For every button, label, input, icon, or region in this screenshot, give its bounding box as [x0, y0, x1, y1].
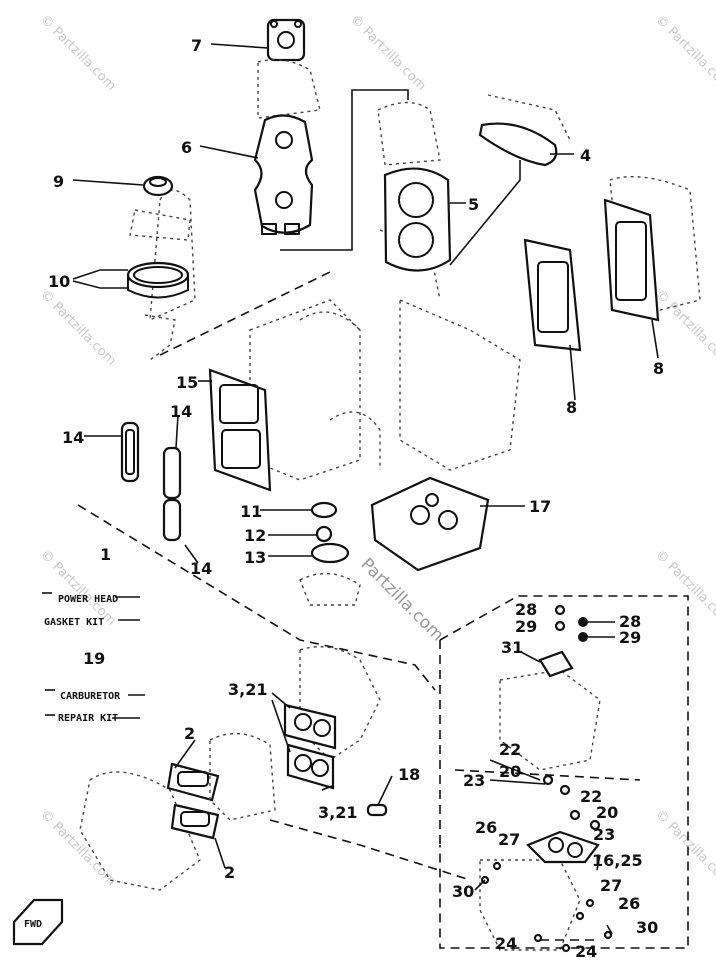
callout-13: 13: [244, 548, 266, 567]
dashed-boundaries: [77, 271, 689, 949]
callout-30b: 30: [636, 918, 658, 937]
leader-lines: [72, 43, 659, 935]
bracket-line: [280, 89, 409, 251]
callout-27b: 27: [600, 876, 622, 895]
callout-3-21b: 3,21: [318, 803, 357, 822]
part-gasket-4[interactable]: [478, 94, 571, 167]
callout-2b: 2: [224, 863, 235, 882]
part-gasket-14a[interactable]: [120, 421, 140, 483]
callout-8a: 8: [653, 359, 664, 378]
kit-notes: POWER HEAD GASKET KIT CARBURETOR REPAIR …: [42, 592, 145, 724]
part-gasket-15[interactable]: [208, 368, 272, 492]
part-20-22-23[interactable]: [542, 774, 601, 831]
callout-labels: 7 6 9 10 4 5 8 8 15 14 14 14 11 12 13 17…: [48, 36, 664, 961]
part-gasket-3-21b[interactable]: [286, 743, 335, 790]
part-24-26-27-30[interactable]: [480, 861, 613, 953]
bracket-line: [449, 160, 521, 266]
watermark: © Partzilla.com: [652, 12, 716, 94]
callout-20a: 20: [499, 762, 521, 781]
part-gasket-2a[interactable]: [166, 762, 220, 802]
callout-14c: 14: [190, 559, 212, 578]
callout-7: 7: [191, 36, 202, 55]
callout-9: 9: [53, 172, 64, 191]
watermark: © Partzilla.com: [652, 547, 716, 629]
fwd-label: FWD: [24, 919, 42, 930]
callout-10: 10: [48, 272, 70, 291]
callout-22b: 22: [580, 787, 602, 806]
callout-24a: 24: [495, 934, 517, 953]
callout-26b: 26: [618, 894, 640, 913]
watermark: © Partzilla.com: [652, 807, 716, 889]
callout-15: 15: [176, 373, 198, 392]
callout-29b: 29: [619, 628, 641, 647]
part-gasket-3-21a[interactable]: [283, 703, 337, 750]
callout-27a: 27: [498, 830, 520, 849]
part-gasket-17[interactable]: [370, 476, 490, 572]
callout-4: 4: [580, 146, 591, 165]
callout-22a: 22: [499, 740, 521, 759]
callout-12: 12: [244, 526, 266, 545]
kit-powerhead-line2: GASKET KIT: [44, 617, 104, 628]
part-gasket-31[interactable]: [538, 650, 574, 678]
callout-1: 1: [100, 545, 111, 564]
callout-8b: 8: [566, 398, 577, 417]
callout-28b: 28: [619, 612, 641, 631]
callout-31: 31: [501, 638, 523, 657]
watermark: © Partzilla.com: [37, 287, 119, 369]
part-gasket-14b[interactable]: [162, 446, 182, 500]
callout-28a: 28: [515, 600, 537, 619]
callout-3-21a: 3,21: [228, 680, 267, 699]
watermark: © Partzilla.com: [347, 12, 429, 94]
watermark: © Partzilla.com: [37, 807, 119, 889]
part-gasket-8a[interactable]: [523, 238, 582, 352]
kit-carburetor-line1: CARBURETOR: [60, 691, 121, 702]
callout-20b: 20: [596, 803, 618, 822]
callout-18: 18: [398, 765, 420, 784]
callout-23a: 23: [463, 771, 485, 790]
part-plug-18[interactable]: [366, 803, 388, 817]
part-thermostat-11[interactable]: [310, 501, 338, 519]
callout-16-25: 16,25: [592, 851, 643, 870]
part-gasket-2b[interactable]: [170, 803, 220, 840]
callout-26a: 26: [475, 818, 497, 837]
callout-6: 6: [181, 138, 192, 157]
part-gasket-6[interactable]: [253, 114, 314, 235]
callout-30a: 30: [452, 882, 474, 901]
kit-powerhead-line1: POWER HEAD: [58, 594, 118, 605]
watermark: © Partzilla.com: [37, 12, 119, 94]
callout-17: 17: [529, 497, 551, 516]
part-top-cover[interactable]: [266, 18, 306, 62]
part-head-gasket-5[interactable]: [383, 167, 452, 272]
part-28-29-right[interactable]: [578, 617, 588, 642]
part-gasket-8b[interactable]: [603, 198, 660, 322]
part-ring-13[interactable]: [310, 542, 350, 564]
callout-24b: 24: [575, 942, 597, 961]
watermark: © Partzilla.com: [652, 287, 716, 369]
callout-23b: 23: [593, 825, 615, 844]
part-gasket-14c[interactable]: [162, 498, 182, 542]
callout-5: 5: [468, 195, 479, 214]
callout-29a: 29: [515, 617, 537, 636]
callout-14b: 14: [62, 428, 84, 447]
callout-14a: 14: [170, 402, 192, 421]
callout-2a: 2: [184, 724, 195, 743]
part-gasket-16-25[interactable]: [526, 830, 600, 864]
callout-19: 19: [83, 649, 105, 668]
part-cap-9[interactable]: [142, 175, 174, 197]
callout-11: 11: [240, 502, 262, 521]
kit-carburetor-line2: REPAIR KIT: [58, 713, 118, 724]
watermark-center: Partzilla.com: [356, 554, 447, 645]
part-washer-12[interactable]: [315, 525, 333, 543]
part-ring-10[interactable]: [126, 261, 190, 299]
fwd-badge: FWD: [12, 898, 64, 946]
part-28-29-left[interactable]: [554, 604, 566, 632]
